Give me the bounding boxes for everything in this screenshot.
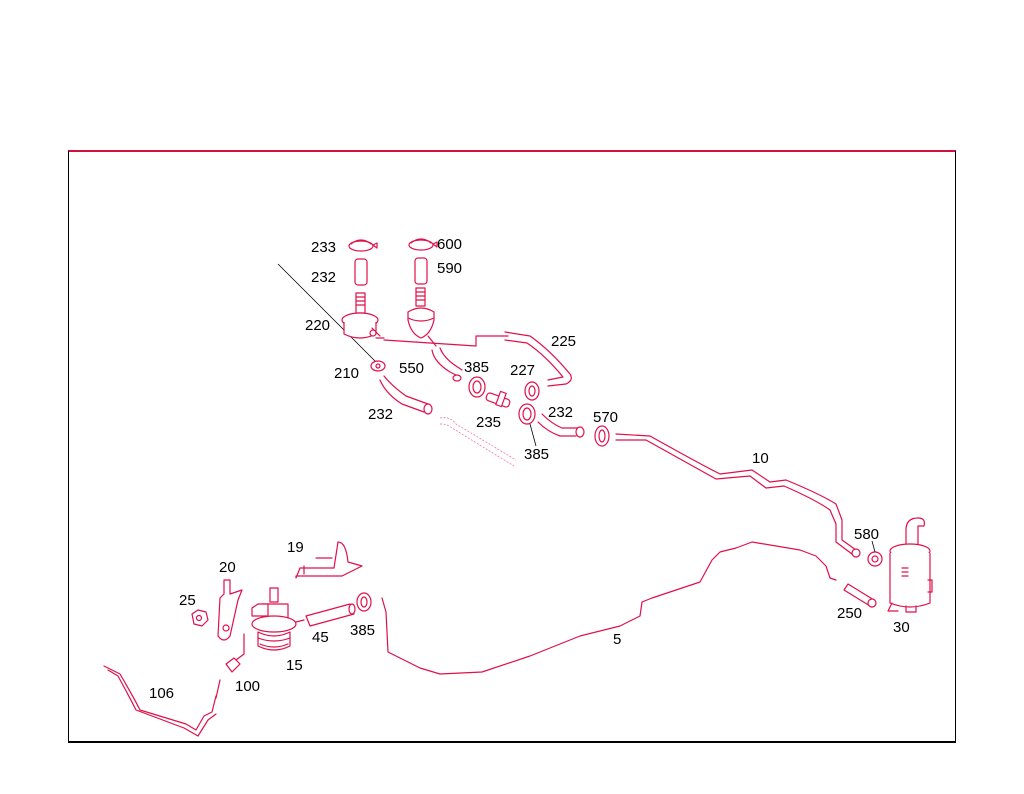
clamp-600-icon bbox=[408, 238, 438, 251]
clamp-570-icon bbox=[594, 425, 610, 447]
label-227: 227 bbox=[510, 362, 535, 379]
label-10: 10 bbox=[752, 450, 769, 467]
hose-232b-icon bbox=[379, 375, 429, 413]
clamp-385b-icon bbox=[518, 403, 537, 447]
clamp-385-icon bbox=[468, 376, 486, 398]
label-232: 232 bbox=[368, 406, 393, 423]
clamp-233-icon bbox=[348, 239, 378, 252]
clip-210-icon bbox=[370, 360, 386, 372]
label-232: 232 bbox=[311, 269, 336, 286]
leader-line bbox=[277, 263, 379, 365]
hose-250-icon bbox=[843, 583, 877, 608]
label-19: 19 bbox=[287, 539, 304, 556]
bracket-20-icon bbox=[217, 579, 243, 641]
hose-100-icon bbox=[215, 633, 245, 699]
part-labels: 233 600 232 590 220 225 210 550 385 227 … bbox=[149, 236, 910, 702]
label-233: 233 bbox=[311, 239, 336, 256]
valve-220-icon bbox=[341, 292, 385, 339]
label-220: 220 bbox=[305, 317, 330, 334]
hose-232c-icon bbox=[537, 413, 581, 437]
label-235: 235 bbox=[476, 414, 501, 431]
label-100: 100 bbox=[235, 678, 260, 695]
label-550: 550 bbox=[399, 360, 424, 377]
label-15: 15 bbox=[286, 657, 303, 674]
label-385: 385 bbox=[350, 622, 375, 639]
connector-235-icon bbox=[485, 390, 511, 408]
diagram-frame bbox=[68, 150, 956, 743]
label-210: 210 bbox=[334, 365, 359, 382]
label-232: 232 bbox=[548, 404, 573, 421]
bracket-19-icon bbox=[295, 541, 363, 579]
label-385: 385 bbox=[524, 446, 549, 463]
label-225: 225 bbox=[551, 333, 576, 350]
label-250: 250 bbox=[837, 605, 862, 622]
check-valve-icon bbox=[407, 287, 435, 339]
label-45: 45 bbox=[312, 629, 329, 646]
hose-550-icon bbox=[427, 335, 463, 377]
canister-30-icon bbox=[887, 517, 933, 613]
vacuum-line bbox=[383, 335, 509, 347]
nut-25-icon bbox=[191, 609, 209, 627]
clamp-385c-icon bbox=[356, 592, 372, 612]
clamp-580-icon bbox=[867, 540, 883, 567]
label-30: 30 bbox=[893, 619, 910, 636]
pump-15-icon bbox=[251, 587, 305, 651]
clamp-227-icon bbox=[524, 381, 540, 401]
hose-45-icon bbox=[305, 603, 356, 627]
label-590: 590 bbox=[437, 260, 462, 277]
hose-590-icon bbox=[414, 257, 428, 285]
fuel-line-10-icon bbox=[615, 433, 857, 555]
label-20: 20 bbox=[219, 559, 236, 576]
hose-225-icon bbox=[504, 331, 572, 387]
label-25: 25 bbox=[179, 592, 196, 609]
label-580: 580 bbox=[854, 526, 879, 543]
hose-232-icon bbox=[354, 258, 368, 286]
label-600: 600 bbox=[437, 236, 462, 253]
label-5: 5 bbox=[613, 631, 621, 648]
label-106: 106 bbox=[149, 685, 174, 702]
fuel-line-5-icon bbox=[381, 541, 837, 675]
label-385: 385 bbox=[464, 359, 489, 376]
line-106-icon bbox=[103, 665, 217, 737]
label-570: 570 bbox=[593, 409, 618, 426]
ghost-hose bbox=[439, 417, 517, 467]
